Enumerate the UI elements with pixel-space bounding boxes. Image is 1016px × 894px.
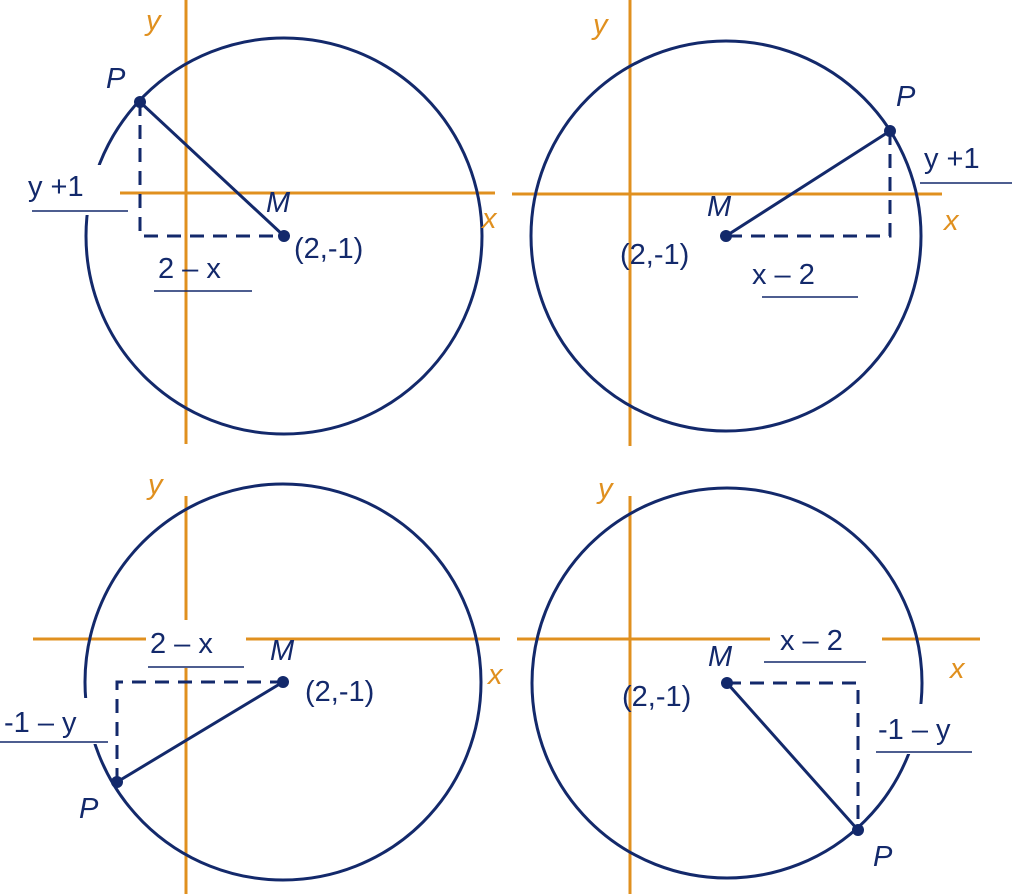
vertical-leg-label: y +1 [924,143,980,175]
y-axis-label: y [146,469,164,501]
circle [530,486,924,880]
radius-segment [138,100,286,238]
point-p-label: P [79,793,99,825]
center-m-label: M [270,635,295,667]
point-p [852,824,864,836]
x-axis-label: x [480,203,498,235]
x-axis-label: x [948,653,966,685]
center-m [277,676,289,688]
center-coordinates: (2,-1) [620,239,689,271]
center-m-label: M [707,191,732,223]
horizontal-leg-label: 2 – x [150,628,213,660]
panel-top-left: y x P M (2,-1) y +1 2 – x [24,0,498,444]
vertical-leg-label: y +1 [28,171,84,203]
center-coordinates: (2,-1) [294,233,363,265]
x-axis-label: x [486,659,504,691]
y-axis-label: y [596,473,614,505]
center-m-label: M [266,187,291,219]
radius-segment [116,680,284,784]
point-p-label: P [873,841,893,873]
dashed-right-triangle-legs [115,680,283,782]
center-m [721,677,733,689]
label-background [24,165,120,215]
center-coordinates: (2,-1) [305,676,374,708]
point-p [884,125,896,137]
radius-segment [725,682,860,831]
label-background [770,620,882,666]
point-p [134,96,146,108]
point-p-label: P [106,63,126,95]
vertical-leg-label: -1 – y [4,707,77,739]
circle [83,482,483,882]
dashed-right-triangle-legs [726,131,892,238]
point-p [111,776,123,788]
label-background [0,698,108,744]
y-axis-label: y [591,9,609,41]
label-background [920,138,1012,186]
y-axis-label: y [144,5,162,37]
center-m [278,230,290,242]
label-background [146,620,246,668]
circle [84,36,484,436]
dashed-right-triangle-legs [138,102,284,238]
panel-bottom-left: y x P M (2,-1) 2 – x -1 – y [0,469,504,894]
horizontal-leg-label: x – 2 [752,259,815,291]
center-coordinates: (2,-1) [622,681,691,713]
vertical-leg-label: -1 – y [878,714,951,746]
panel-bottom-right: y x P M (2,-1) x – 2 -1 – y [517,473,980,894]
panel-top-right: y x P M (2,-1) y +1 x – 2 [512,0,1012,446]
horizontal-leg-label: 2 – x [158,253,221,285]
center-m-label: M [708,641,733,673]
center-m [720,230,732,242]
horizontal-leg-label: x – 2 [780,625,843,657]
point-p-label: P [896,81,916,113]
circle [529,39,923,433]
radius-segment [725,129,891,238]
x-axis-label: x [942,205,960,237]
label-background [874,704,980,754]
